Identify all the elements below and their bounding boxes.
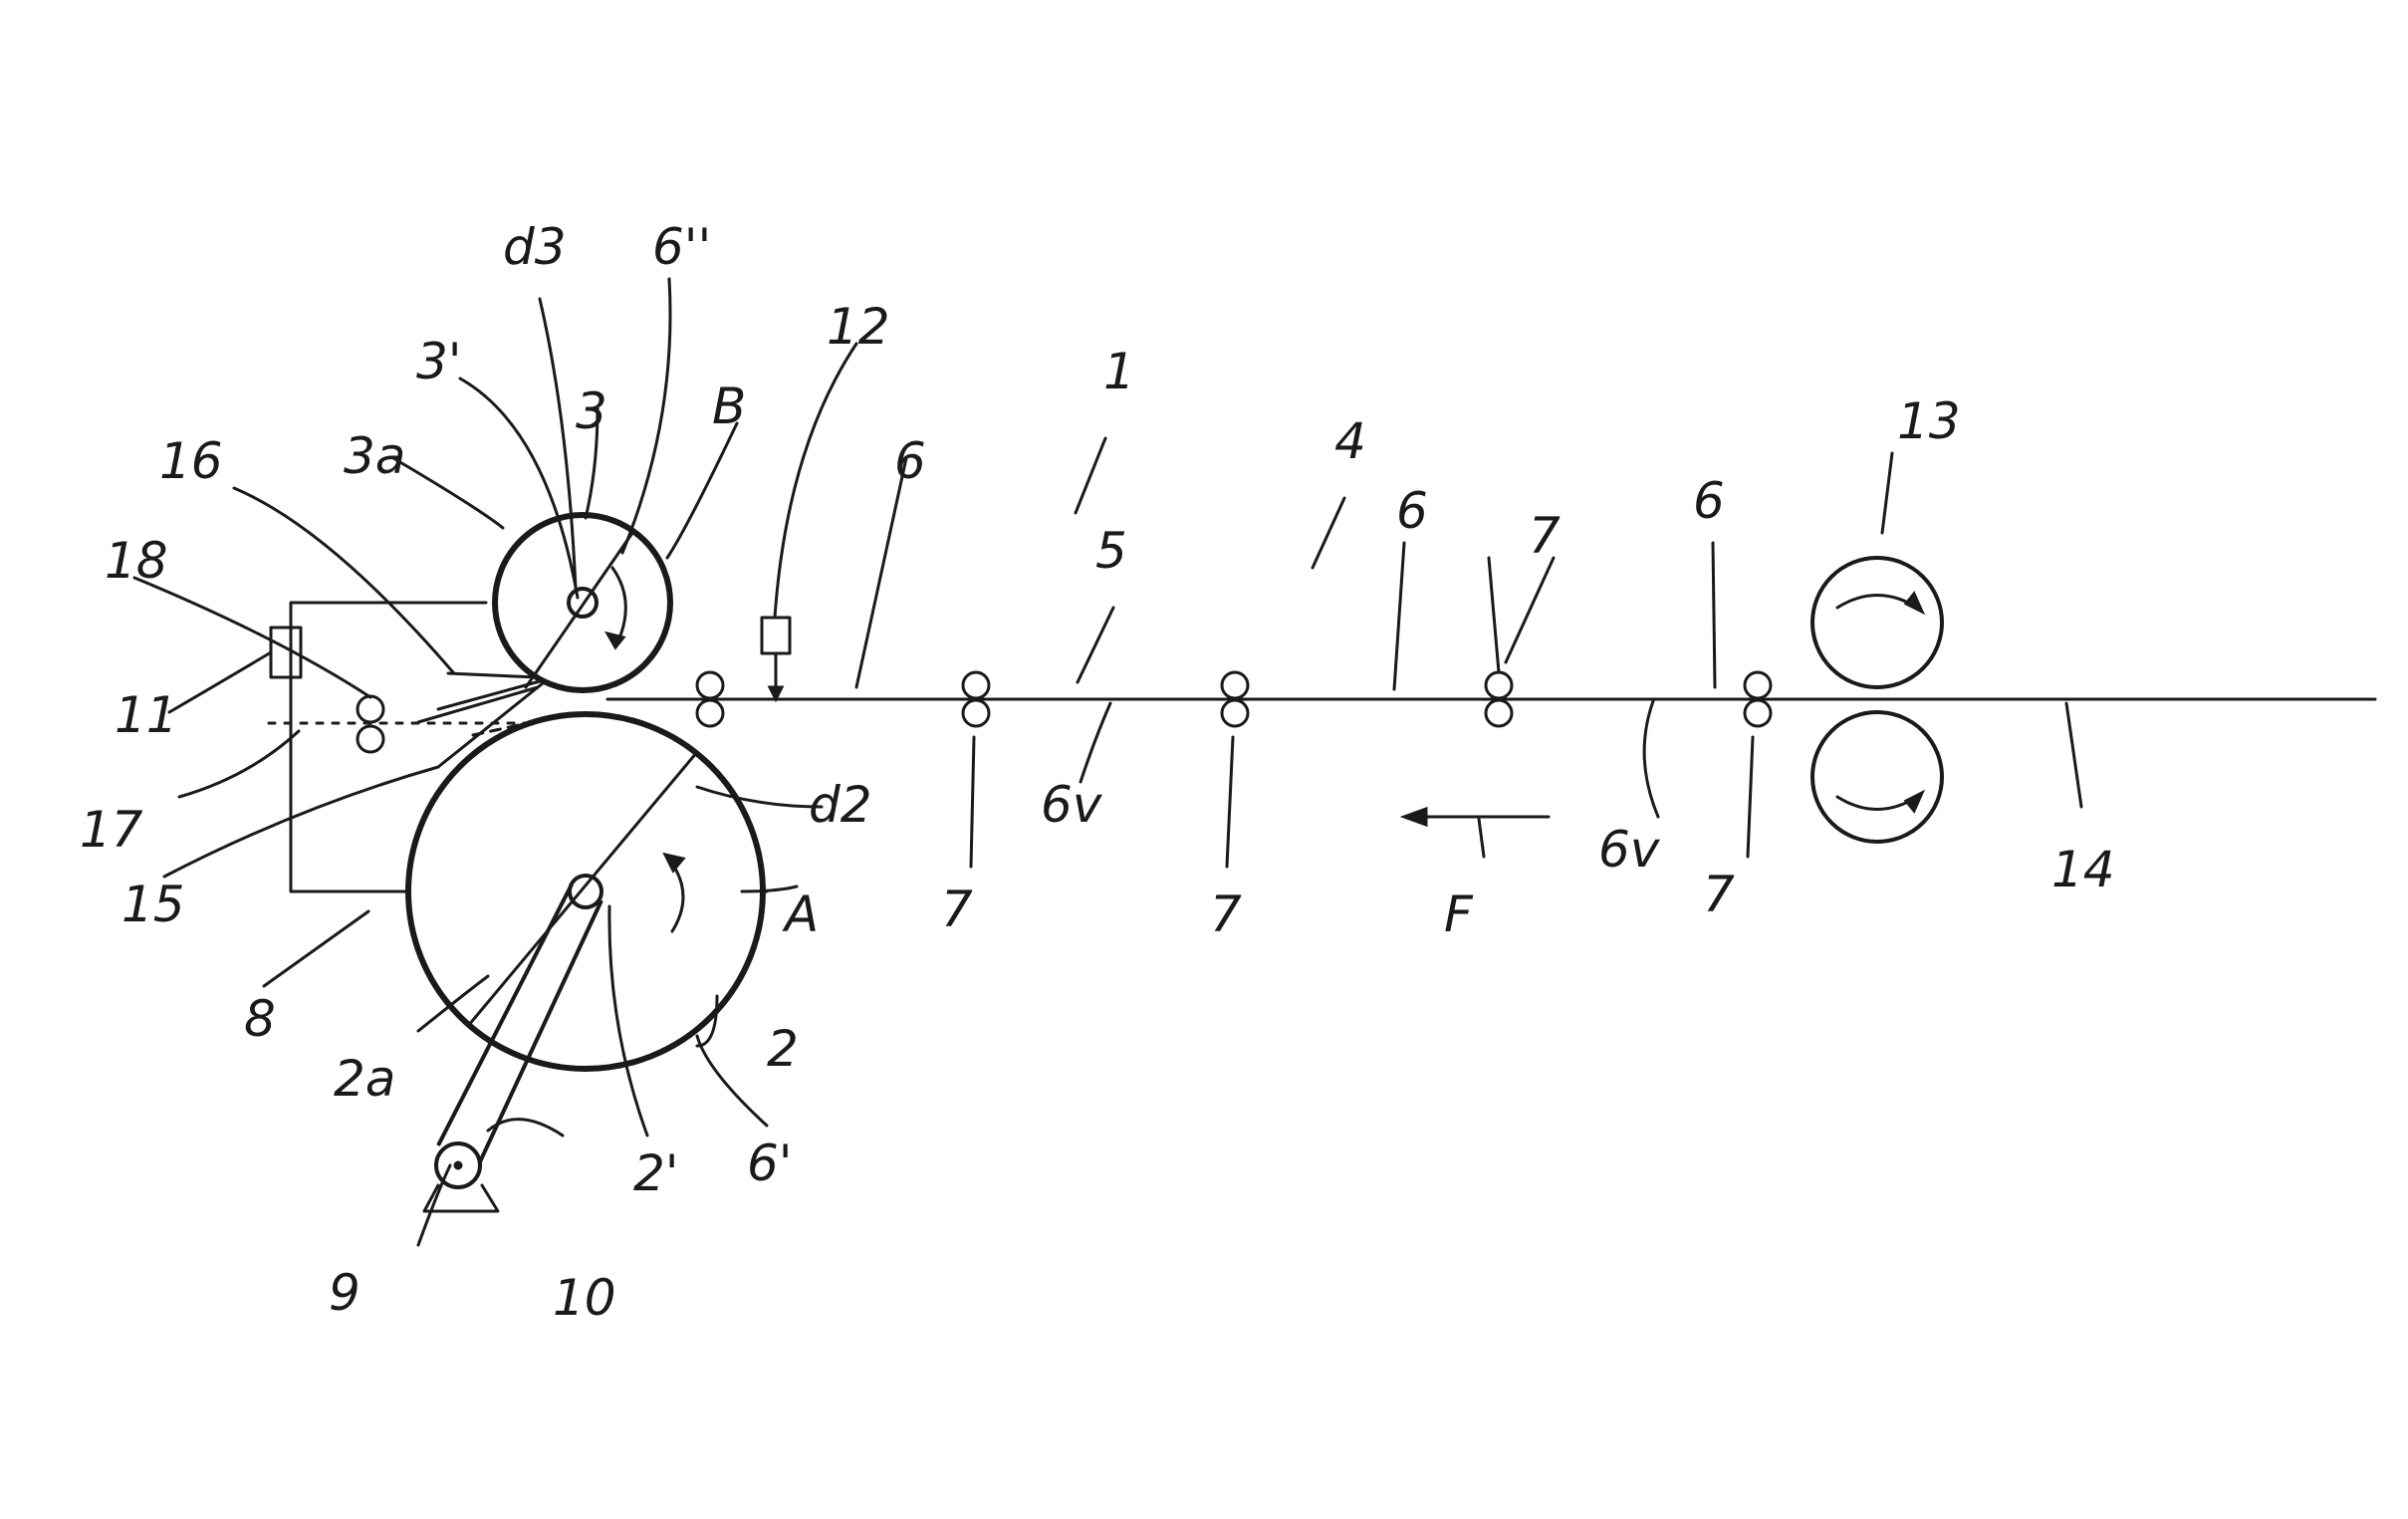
sensor-12 — [762, 618, 790, 653]
label-2-prime: 2' — [633, 1144, 679, 1202]
label-6-prime: 6' — [747, 1135, 793, 1192]
label-6-b: 6 — [1396, 482, 1428, 540]
label-8: 8 — [244, 990, 276, 1048]
drum-2-axle — [570, 876, 602, 907]
roll-13-bottom — [1812, 712, 1942, 842]
label-7-d: 7 — [1703, 866, 1735, 923]
label-7-b: 7 — [941, 881, 973, 938]
label-7-c: 7 — [1210, 886, 1242, 943]
label-6-c: 6 — [1693, 472, 1725, 530]
label-14: 14 — [2051, 841, 2115, 898]
label-d2: d2 — [809, 776, 872, 834]
label-10: 10 — [553, 1269, 616, 1327]
label-A: A — [782, 886, 819, 943]
label-6-double-prime: 6'' — [652, 218, 711, 276]
leader-lines — [134, 279, 2081, 1245]
label-5: 5 — [1095, 522, 1127, 580]
label-2a: 2a — [334, 1050, 395, 1108]
label-3: 3 — [576, 382, 607, 440]
label-13: 13 — [1897, 392, 1961, 450]
label-F: F — [1444, 886, 1474, 943]
label-6-a: 6 — [894, 432, 926, 490]
label-6v-2: 6v — [1598, 821, 1661, 879]
sensor-12-arrow — [770, 687, 782, 699]
label-15: 15 — [121, 876, 185, 933]
label-3a: 3a — [344, 427, 405, 485]
feed-line-b — [438, 681, 540, 709]
feed-line-16 — [448, 673, 538, 677]
label-17: 17 — [80, 801, 143, 859]
label-2: 2 — [767, 1020, 799, 1078]
label-1: 1 — [1103, 343, 1135, 400]
label-B: B — [712, 378, 746, 435]
label-11: 11 — [115, 686, 178, 744]
label-9: 9 — [329, 1264, 361, 1322]
label-d3: d3 — [503, 218, 567, 276]
direction-arrow-F-head — [1404, 809, 1426, 825]
label-7-a: 7 — [1529, 507, 1561, 565]
roll-13-top — [1812, 558, 1942, 687]
label-6v-1: 6v — [1041, 776, 1103, 834]
label-12: 12 — [827, 298, 890, 356]
label-4: 4 — [1334, 412, 1366, 470]
label-3-prime: 3' — [416, 333, 462, 390]
feed-line-a — [418, 687, 538, 722]
label-18: 18 — [105, 532, 168, 590]
label-16: 16 — [159, 432, 223, 490]
pivot-9-center — [455, 1162, 461, 1168]
direction-arrow-F-leader — [1479, 819, 1484, 857]
